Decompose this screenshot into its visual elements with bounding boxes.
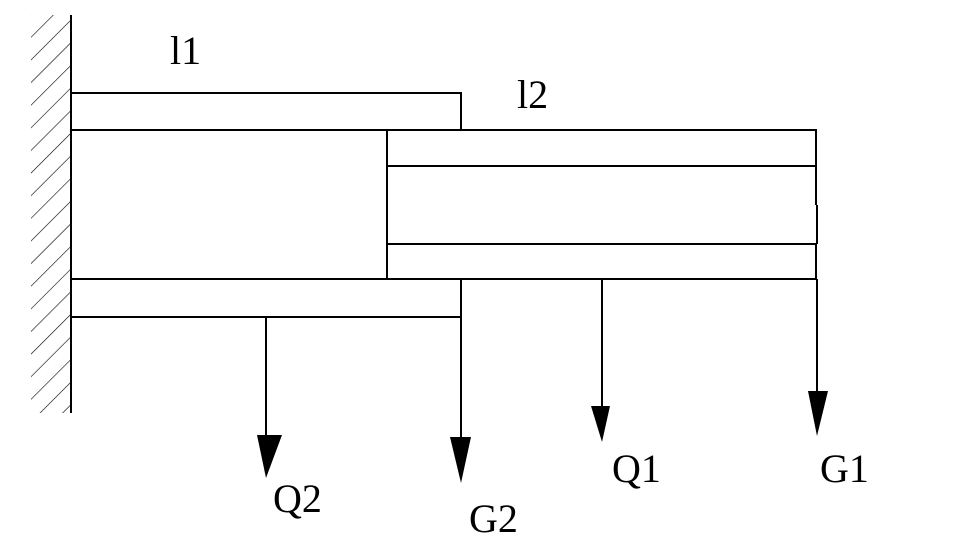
arrow-down-icon (591, 406, 610, 442)
load-label-g2: G2 (469, 496, 518, 541)
arrow-down-icon (450, 437, 471, 483)
wall-hatching (31, 15, 71, 413)
load-label-g1: G1 (820, 446, 869, 491)
load-arrow-q2: Q2 (257, 317, 322, 521)
load-arrow-q1: Q1 (591, 279, 661, 491)
segment-label-l1: l1 (170, 28, 201, 73)
outer-tube-bottom-wall (70, 278, 462, 318)
inner-tube-bottom-wall (386, 243, 817, 280)
arrow-down-icon (257, 435, 282, 478)
fixed-wall-support (31, 15, 72, 413)
load-label-q2: Q2 (273, 476, 322, 521)
arrow-down-icon (808, 391, 828, 436)
outer-tube (70, 92, 462, 318)
load-label-q1: Q1 (612, 446, 661, 491)
segment-label-l2: l2 (517, 72, 548, 117)
outer-tube-top-wall (70, 92, 462, 131)
inner-tube-top-wall (386, 129, 817, 167)
load-arrow-g1: G1 (808, 279, 869, 491)
inner-tube (386, 129, 818, 280)
load-arrow-g2: G2 (450, 317, 518, 541)
